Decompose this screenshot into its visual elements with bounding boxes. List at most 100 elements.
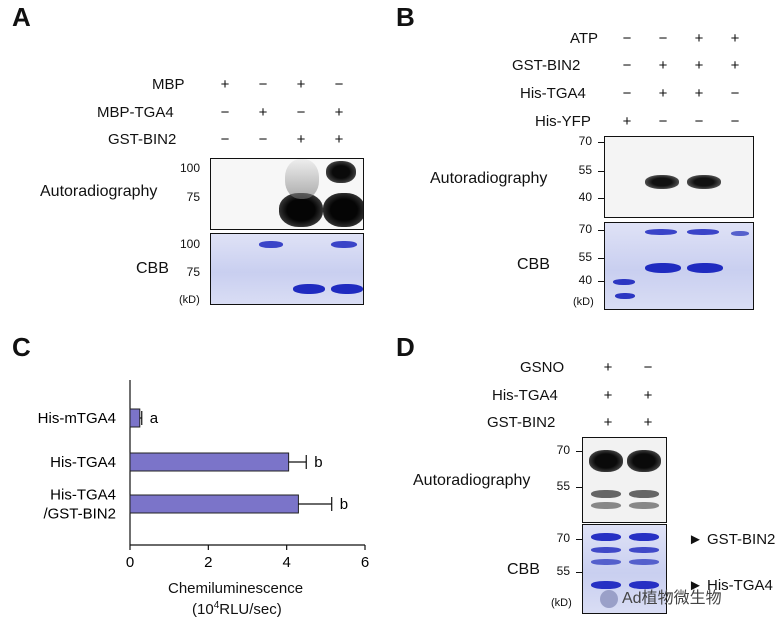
cbb-band [331,241,357,248]
mw-tick [598,198,604,199]
mw-tick [598,171,604,172]
cbb-band [629,533,659,541]
sign: + [643,387,653,404]
category-label: His-TGA4 [50,487,116,504]
arrow-label-text: His-TGA4 [707,577,773,594]
cbb-band [731,231,749,236]
category-label: His-mTGA4 [38,410,116,427]
panel-c-label: C [12,332,31,362]
panel-a-row-mbp-tga4: MBP-TGA4 [97,104,174,121]
panel-d-row-gst-bin2: GST-BIN2 [487,414,556,431]
mw-tick [576,487,582,488]
phospho-band [326,161,356,183]
sign: + [730,30,740,47]
panel-a-cbb-label: CBB [136,260,169,277]
bar [129,494,299,514]
kd-unit-label: (kD) [573,296,594,308]
sign: + [658,57,668,74]
mw-tick [576,451,582,452]
sign: + [658,85,668,102]
panel-d-autoradiography-blot [582,437,667,523]
panel-b-row-his-yfp: His-YFP [535,113,591,130]
sign: − [658,30,668,47]
panel-a-label: A [12,2,31,32]
sign: − [694,113,704,130]
panel-b-autoradiography-label: Autoradiography [430,170,548,187]
panel-d-row-gsno: GSNO [520,359,565,376]
sign: + [220,76,230,93]
mw-marker: 100 [179,237,200,251]
mw-marker: 55 [556,479,570,493]
sign: + [643,414,653,431]
watermark: Ad植物微生物 [600,584,722,608]
sign: − [622,85,632,102]
sign: + [603,414,613,431]
panel-a-autoradiography-blot [210,158,364,230]
mw-tick [598,142,604,143]
category-label: /GST-BIN2 [43,506,116,523]
panel-b-autoradiography-blot [604,136,754,218]
mw-tick [576,539,582,540]
phospho-band [591,502,621,509]
cbb-band [591,533,621,541]
sign: − [220,104,230,121]
sign: + [622,113,632,130]
arrow-label-text: GST-BIN2 [707,531,776,548]
arrow-label-gst-bin2: ► GST-BIN2 [688,531,776,548]
cbb-band [259,241,283,248]
sign: + [730,57,740,74]
phospho-band [323,193,363,227]
mw-marker: 70 [578,134,592,148]
sign: − [334,76,344,93]
x-tick-label: 4 [282,554,290,571]
mw-marker: 40 [578,190,592,204]
watermark-text: Ad植物微生物 [622,590,722,607]
panel-a-cbb-gel [210,233,364,305]
phospho-band [645,175,679,189]
sign: − [658,113,668,130]
significance-letter: b [340,496,348,513]
panel-a-row-gst-bin2: GST-BIN2 [108,131,177,148]
mw-marker: 75 [186,190,200,204]
mw-tick [598,281,604,282]
panel-b-row-atp: ATP [570,30,599,47]
sign: − [643,359,653,376]
panel-b-cbb-gel [604,222,754,310]
sign: − [730,113,740,130]
cbb-band [687,229,719,235]
panel-b-cbb-label: CBB [517,256,550,273]
sign: + [603,387,613,404]
mw-marker: 55 [578,250,592,264]
sign: − [622,30,632,47]
phospho-band [589,450,623,472]
mw-marker: 70 [556,531,570,545]
category-label: His-TGA4 [50,454,116,471]
mw-tick [576,572,582,573]
sign: − [220,131,230,148]
phospho-band [629,490,659,498]
panel-d-cbb-gel [582,524,667,614]
mw-marker: 75 [186,265,200,279]
sign: + [694,30,704,47]
cbb-band [615,293,635,299]
phospho-band [629,502,659,509]
sign: − [730,85,740,102]
mw-tick [598,230,604,231]
cbb-band [645,229,677,235]
phospho-band [687,175,721,189]
cbb-band [687,263,723,273]
unit-suffix: RLU/sec) [219,601,282,618]
mw-marker: 100 [179,161,200,175]
cbb-band [293,284,325,294]
mw-marker: 70 [578,222,592,236]
sign: + [334,104,344,121]
sign: − [258,76,268,93]
panel-a-row-mbp: MBP [152,76,185,93]
mw-tick [598,258,604,259]
cbb-band [591,559,621,565]
phospho-band [627,450,661,472]
panel-d-cbb-label: CBB [507,561,540,578]
cbb-band [613,279,635,285]
significance-letter: b [314,454,322,471]
